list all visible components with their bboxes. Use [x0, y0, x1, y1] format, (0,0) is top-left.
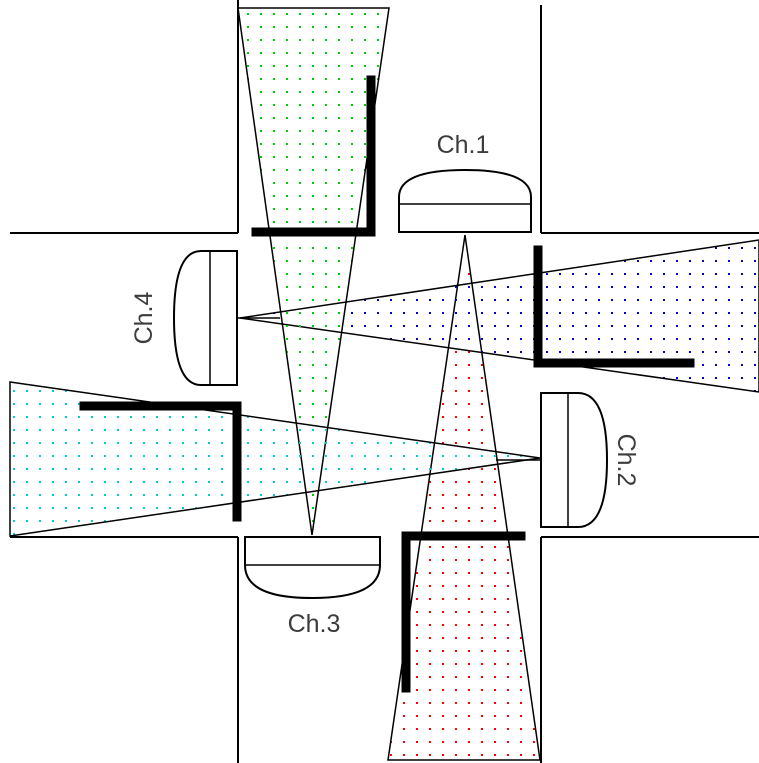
ch3-sensor: Ch.3 [244, 536, 381, 638]
corner-marker-west [79, 401, 242, 522]
ch3-beam [237, 7, 390, 536]
corner-marker-north [251, 75, 376, 237]
corner-markers [79, 75, 695, 693]
ch1-beam [387, 234, 541, 761]
road-edges [10, 0, 759, 763]
ch4-label: Ch.4 [130, 292, 158, 345]
ch3-label: Ch.3 [288, 610, 341, 638]
ch4-sensor: Ch.4 [130, 250, 280, 386]
ch2-beam [239, 239, 759, 393]
corner-marker-east [533, 245, 695, 368]
ch4-beam [9, 381, 541, 537]
ch2-label: Ch.2 [612, 434, 640, 487]
ch1-label: Ch.1 [437, 131, 490, 159]
corner-marker-south [401, 531, 526, 693]
ch1-sensor: Ch.1 [398, 131, 532, 233]
ch2-sensor: Ch.2 [496, 392, 640, 528]
